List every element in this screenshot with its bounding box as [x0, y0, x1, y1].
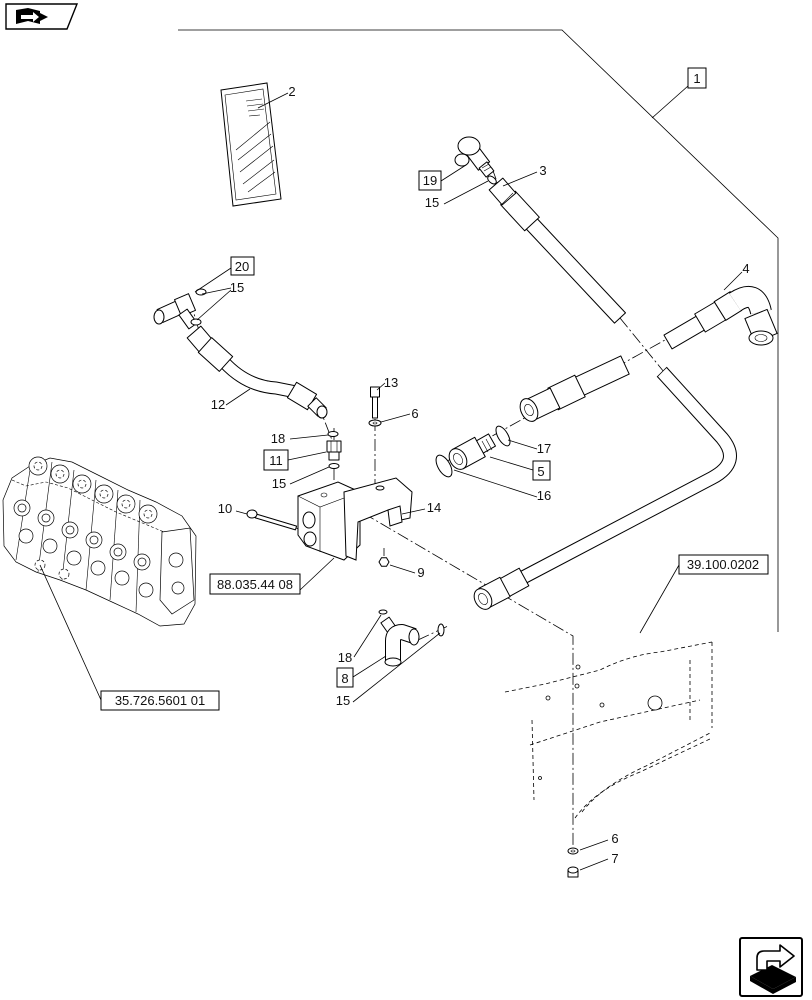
washer-6-top	[368, 419, 382, 427]
bolt-10	[246, 509, 298, 531]
callout-14[interactable]: 14	[427, 500, 441, 515]
reference-88-035-44-08-box[interactable]: 88.035.44 08	[209, 573, 301, 595]
callout-5[interactable]: 5	[537, 464, 544, 479]
callout-12[interactable]: 12	[211, 397, 225, 412]
callout-8[interactable]: 8	[341, 671, 348, 686]
elbow-fitting-8	[380, 616, 420, 667]
reference-88-035-44-08[interactable]: 88.035.44 08	[217, 577, 293, 592]
reference-35-726-5601-01[interactable]: 35.726.5601 01	[115, 693, 205, 708]
leader-lines	[39, 85, 743, 871]
callout-15-lower[interactable]: 15	[336, 693, 350, 708]
callout-18-upper[interactable]: 18	[271, 431, 285, 446]
o-ring-16	[435, 454, 453, 478]
reference-39-100-0202[interactable]: 39.100.0202	[687, 557, 759, 572]
assembly-boundary-line	[178, 29, 779, 632]
washer-6-bottom	[567, 847, 579, 855]
callout-19-box[interactable]: 19	[418, 170, 442, 191]
callout-3[interactable]: 3	[539, 163, 546, 178]
o-ring-15-middle	[328, 463, 340, 469]
callout-6-bottom[interactable]: 6	[611, 831, 618, 846]
callout-8-box[interactable]: 8	[336, 667, 354, 688]
callout-11-box[interactable]: 11	[263, 449, 289, 471]
callout-11[interactable]: 11	[269, 453, 283, 468]
elbow-fitting-20	[153, 293, 198, 330]
callout-15-middle[interactable]: 15	[272, 476, 286, 491]
elbow-fitting-19	[454, 136, 495, 178]
o-ring-15-top	[487, 175, 497, 185]
instruction-document	[220, 82, 282, 207]
bracket-14	[343, 477, 413, 561]
callout-1[interactable]: 1	[693, 71, 700, 86]
hose-3	[488, 177, 626, 324]
bolt-13	[370, 386, 380, 419]
callout-9[interactable]: 9	[417, 565, 424, 580]
callout-15-top[interactable]: 15	[425, 195, 439, 210]
o-ring-15-lower-left	[190, 318, 202, 326]
callout-10[interactable]: 10	[218, 501, 232, 516]
adapter-fitting-11	[326, 440, 342, 461]
callout-5-box[interactable]: 5	[532, 460, 551, 481]
callout-19[interactable]: 19	[423, 173, 437, 188]
callout-20[interactable]: 20	[235, 259, 249, 274]
reference-39-100-0202-box[interactable]: 39.100.0202	[678, 554, 769, 575]
callout-7[interactable]: 7	[611, 851, 618, 866]
nut-7	[567, 866, 579, 878]
callout-20-box[interactable]: 20	[230, 256, 255, 276]
hose-12	[186, 325, 328, 419]
quick-coupler-5	[448, 433, 496, 470]
previous-page-icon[interactable]	[5, 3, 79, 30]
callout-4[interactable]: 4	[742, 261, 749, 276]
next-page-icon[interactable]	[739, 937, 803, 997]
callout-1-box[interactable]: 1	[687, 67, 707, 89]
callout-16[interactable]: 16	[537, 488, 551, 503]
hose-4	[663, 285, 778, 350]
steel-pipe	[473, 366, 737, 610]
callout-13[interactable]: 13	[384, 375, 398, 390]
callout-6-top[interactable]: 6	[411, 406, 418, 421]
frame-illustration	[504, 641, 713, 819]
callout-18-lower[interactable]: 18	[338, 650, 352, 665]
o-ring-17	[495, 425, 511, 447]
control-valve-illustration	[2, 456, 197, 627]
washer-18-lower	[378, 609, 388, 615]
callout-15-upper-left[interactable]: 15	[230, 280, 244, 295]
callouts: 1 2 19 3 15 4 20 15 12 13 6 18 11 15 17 …	[100, 67, 769, 866]
callout-2[interactable]: 2	[288, 84, 295, 99]
washer-18-upper	[327, 431, 339, 437]
reference-35-726-5601-01-box[interactable]: 35.726.5601 01	[100, 690, 220, 711]
hose-segment-to-fitting-5	[519, 355, 630, 422]
callout-17[interactable]: 17	[537, 441, 551, 456]
nut-9	[378, 557, 390, 567]
